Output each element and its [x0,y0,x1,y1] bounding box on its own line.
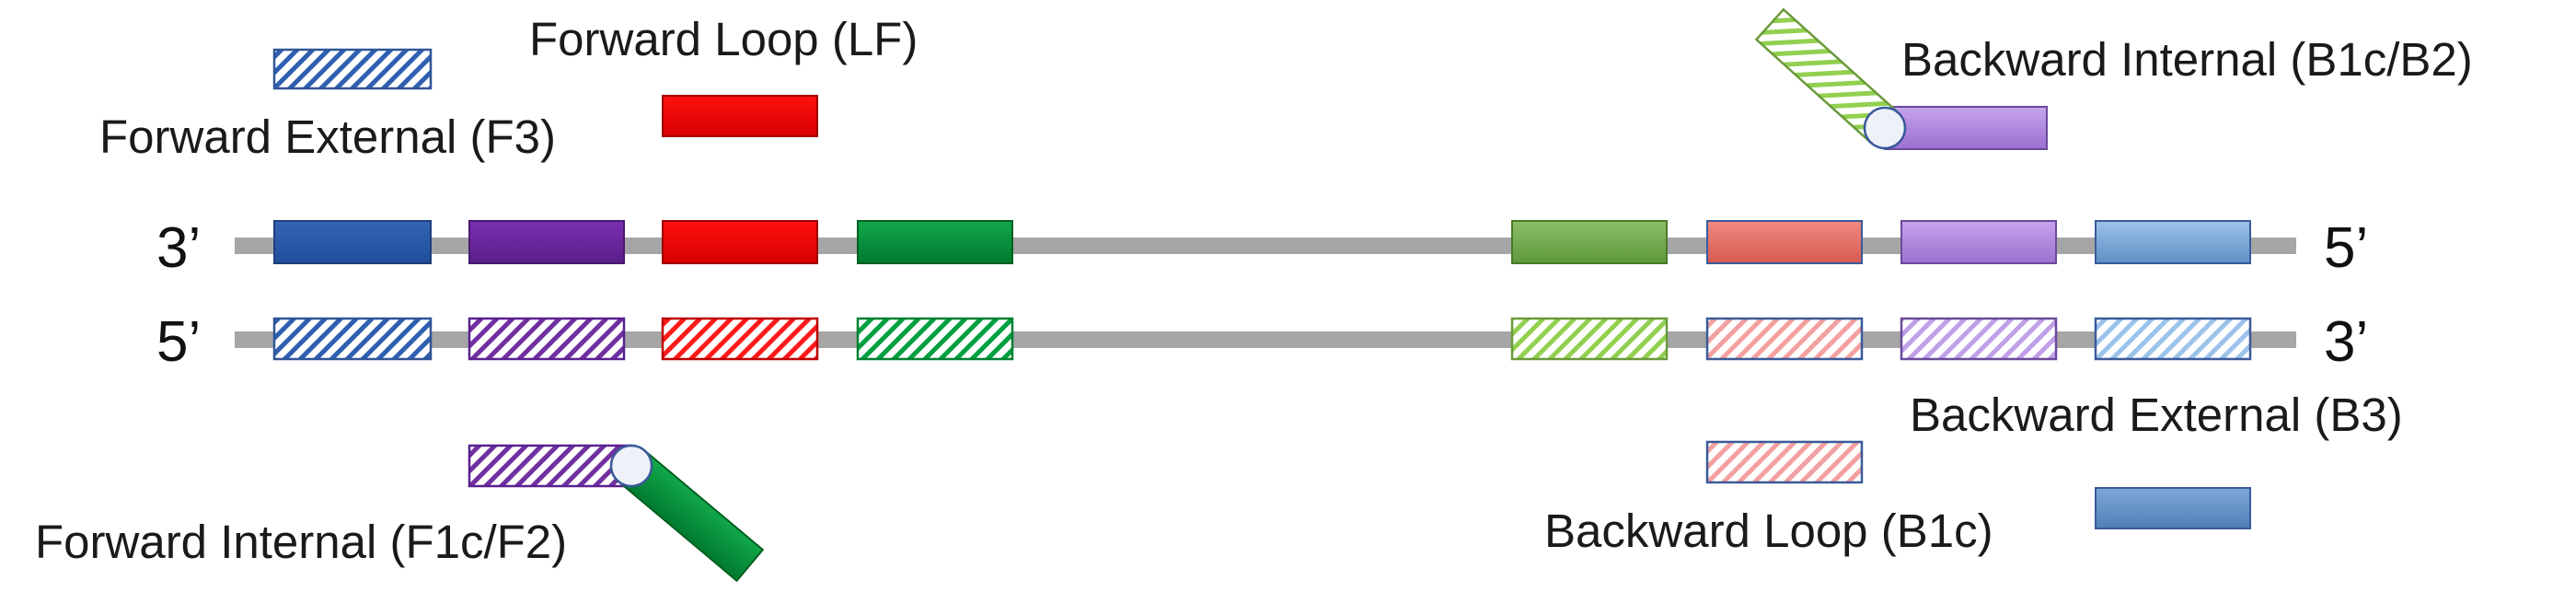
backward-external-label: Backward External (B3) [1910,389,2403,441]
forward-loop-label: Forward Loop (LF) [529,13,918,65]
solid-segment-icon [857,220,1013,264]
hatched-segment-icon [856,317,1014,361]
top-strand-segments [273,220,2251,264]
forward-loop-primer [662,95,818,137]
solid-segment-icon [1900,220,2057,264]
forward-external-label: Forward External (F3) [99,110,556,163]
hatched-segment-icon [272,317,433,361]
hatched-segment-icon [1900,317,2058,361]
hatched-segment-icon [1705,317,1864,361]
solid-segment-icon [662,220,818,264]
solid-segment-icon [2095,220,2251,264]
solid-segment-icon [1884,106,2048,150]
backward-loop-primer [1705,440,1864,484]
solid-segment-icon [1706,220,1863,264]
forward-external-primer [272,48,433,90]
solid-segment-icon [1511,220,1668,264]
bottom-strand-segments [272,317,2252,361]
solid-segment-icon [273,220,432,264]
backward-internal-primer [1754,7,2048,150]
top-strand-left-end-label: 3’ [156,216,201,280]
hatched-segment-icon [468,444,633,488]
hinge-circle-icon [609,444,653,488]
backward-internal-label: Backward Internal (B1c/B2) [1901,33,2473,86]
hinge-circle-icon [1863,106,1907,150]
backward-loop-label: Backward Loop (B1c) [1544,505,1993,557]
hatched-segment-icon [1510,317,1669,361]
hatched-segment-icon [2094,317,2252,361]
solid-segment-icon [468,220,625,264]
forward-internal-label: Forward Internal (F1c/F2) [35,516,567,568]
top-strand-right-end-label: 5’ [2324,216,2368,280]
bottom-strand-left-end-label: 5’ [156,310,201,374]
hatched-segment-icon [468,317,626,361]
hatched-segment-icon [661,317,819,361]
bottom-strand-right-end-label: 3’ [2324,310,2368,374]
backward-external-primer [2095,487,2251,529]
forward-internal-primer [468,444,765,583]
